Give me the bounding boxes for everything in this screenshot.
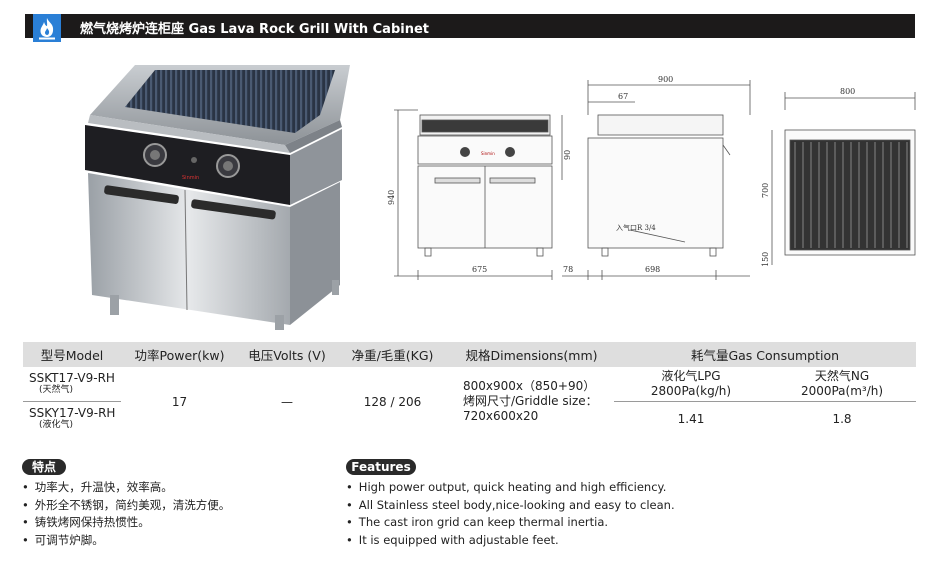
title-bar [25,14,915,38]
technical-drawing: Sinmin 900 67 675 78 698 800 入气口R 3/4 94… [387,75,916,280]
model-1-name: SSKT17-V9-RH [29,371,115,385]
dimensions-value: 800x900x（850+90） 烤网尺寸/Griddle size： 720x… [449,367,614,436]
features-en-list: High power output, quick heating and hig… [346,479,675,549]
dim-78: 78 [563,265,573,274]
gas-lpg-label: 液化气LPG 2800Pa(kg/h) [614,367,768,402]
model-1-gas: (天然气) [39,385,74,395]
table-header-row: 型号Model 功率Power(kw) 电压Volts (V) 净重/毛重(KG… [23,342,916,367]
list-item: All Stainless steel body,nice-looking an… [346,497,675,515]
list-item: 可调节炉脚。 [22,532,230,550]
volts-value: — [281,394,293,409]
dimensions-line-1: 800x900x（850+90） [463,379,596,393]
header-volts: 电压Volts (V) [238,342,336,367]
table-row: SSKT17-V9-RH (天然气) 17 — 128 / 206 800x90… [23,367,916,423]
dim-940: 940 [387,190,396,205]
header-dimensions: 规格Dimensions(mm) [449,342,614,367]
gas-ng-label: 天然气NG 2000Pa(m³/h) [768,367,916,402]
features-en-badge: Features [346,459,416,475]
dimensions-line-3: 720x600x20 [463,409,539,423]
lpg-value: 1.41 [614,401,768,436]
header-weight: 净重/毛重(KG) [336,342,449,367]
lpg-unit: 2800Pa(kg/h) [650,384,732,398]
photo-logo: Sinmin [182,175,199,181]
page-title: 燃气烧烤炉连柜座 Gas Lava Rock Grill With Cabine… [80,22,430,37]
dim-67: 67 [618,92,628,101]
model-1: SSKT17-V9-RH (天然气) [23,367,121,402]
flame-icon [33,14,61,42]
header-power: 功率Power(kw) [121,342,238,367]
dim-700: 700 [761,183,770,198]
features-cn-list: 功率大，升温快，效率高。 外形全不锈钢，简约美观，清洗方便。 铸铁烤网保持热惯性… [22,479,231,550]
dim-800: 800 [840,87,855,96]
dim-698: 698 [645,265,660,274]
dimensions-line-2: 烤网尺寸/Griddle size： [463,394,598,408]
list-item: 铸铁烤网保持热惯性。 [22,514,230,532]
list-item: High power output, quick heating and hig… [346,479,675,497]
dim-90: 90 [563,150,572,160]
power-value: 17 [171,394,188,409]
drawing-logo: Sinmin [481,151,495,156]
model-2-gas: (液化气) [39,420,74,430]
header-gas: 耗气量Gas Consumption [614,342,916,367]
spec-table: 型号Model 功率Power(kw) 电压Volts (V) 净重/毛重(KG… [23,342,916,436]
model-2: SSKY17-V9-RH (液化气) [23,401,121,436]
list-item: 外形全不锈钢，简约美观，清洗方便。 [22,497,231,515]
list-item: 功率大，升温快，效率高。 [22,479,230,497]
gas-inlet-label: 入气口R 3/4 [616,223,656,232]
header-model: 型号Model [23,342,121,367]
list-item: The cast iron grid can keep thermal iner… [346,514,675,532]
dim-150: 150 [761,252,770,267]
ng-value: 1.8 [768,401,916,436]
ng-name: 天然气NG [814,369,870,383]
list-item: It is equipped with adjustable feet. [346,532,675,550]
model-2-name: SSKY17-V9-RH [29,406,116,420]
features-cn-badge: 特点 [22,459,66,475]
lpg-name: 液化气LPG [661,369,721,383]
weight-value: 128 / 206 [363,394,422,409]
product-photo: Sinmin [85,65,350,330]
ng-unit: 2000Pa(m³/h) [800,384,884,398]
table-row: SSKY17-V9-RH (液化气) 1.41 1.8 [23,401,916,436]
dim-900: 900 [658,75,673,84]
dim-675: 675 [472,265,487,274]
